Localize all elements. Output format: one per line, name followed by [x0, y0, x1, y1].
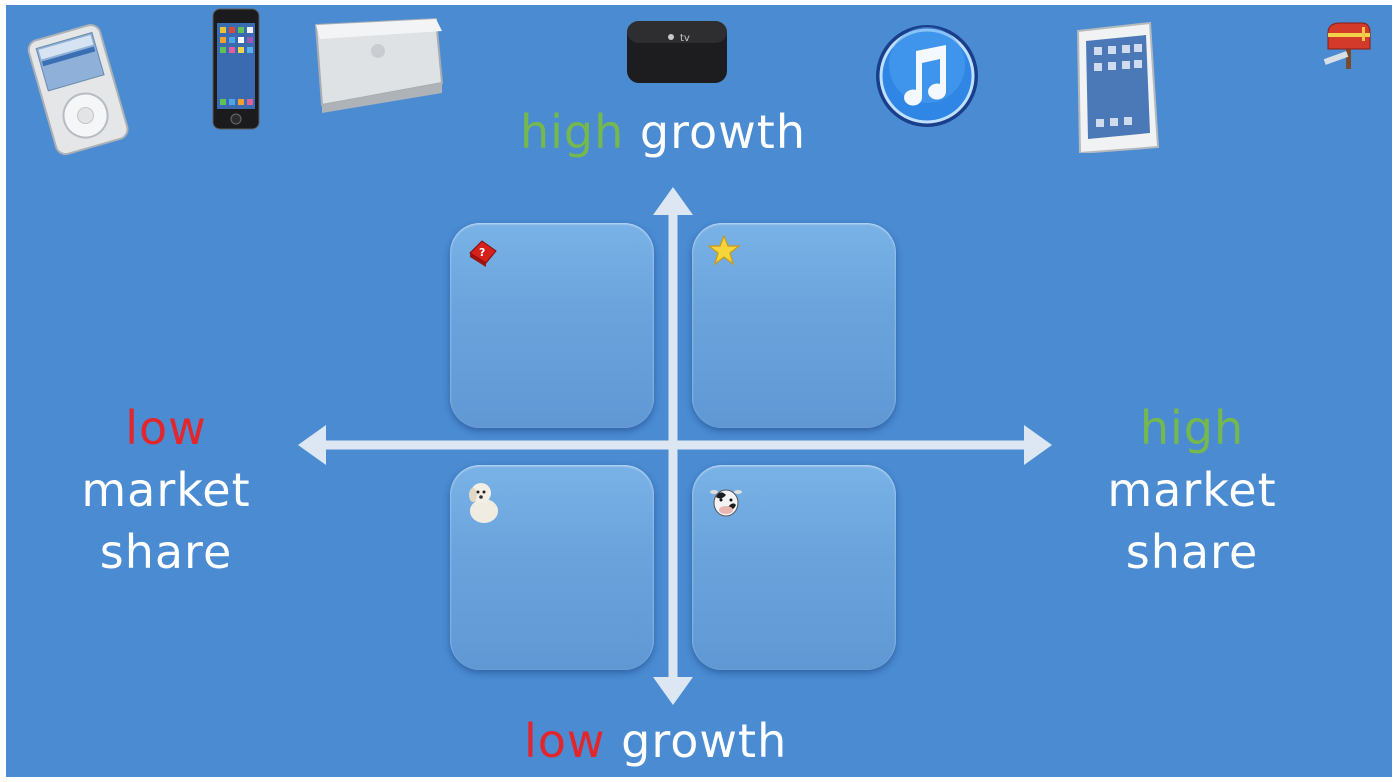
- up-arrow-icon: [653, 187, 693, 215]
- ipad-icon: [1076, 21, 1160, 153]
- dog-icon: [469, 483, 498, 523]
- right-label-emphasis: high: [1139, 401, 1245, 455]
- top-label-text: growth: [639, 105, 806, 159]
- cow-icon: [710, 489, 742, 517]
- right-label-line3: share: [1125, 525, 1259, 579]
- star-icon: [707, 234, 741, 266]
- quadrant-top-left: ?: [450, 223, 654, 428]
- apple-tv-icon: tv: [627, 21, 727, 83]
- quadrant-top-right: [692, 223, 896, 428]
- left-label-emphasis: low: [125, 401, 207, 455]
- top-label-emphasis: high: [520, 105, 625, 159]
- svg-text:?: ?: [479, 246, 485, 259]
- bottom-label-emphasis: low: [524, 714, 606, 768]
- matrix-slide: tv ?: [6, 5, 1392, 777]
- left-label: low market share: [66, 397, 266, 583]
- left-label-line3: share: [99, 525, 233, 579]
- mailbox-icon: [1323, 22, 1371, 69]
- quadrant-bottom-right: [692, 465, 896, 670]
- left-arrow-icon: [298, 425, 326, 465]
- apple-tv-label: tv: [680, 33, 690, 44]
- down-arrow-icon: [653, 677, 693, 705]
- question-mark-icon: ?: [469, 240, 497, 267]
- axes: [298, 187, 1052, 705]
- left-label-line2: market: [81, 463, 251, 517]
- right-label: high market share: [1092, 397, 1292, 583]
- right-arrow-icon: [1024, 425, 1052, 465]
- quadrant-bottom-left: [450, 465, 654, 670]
- bottom-label: low growth: [524, 718, 787, 764]
- top-label: high growth: [520, 109, 806, 155]
- bottom-label-text: growth: [621, 714, 788, 768]
- mac-mini-icon: [314, 17, 444, 113]
- itunes-icon: [876, 25, 978, 127]
- iphone-icon: [212, 8, 260, 130]
- ipod-icon: [27, 24, 129, 156]
- right-label-line2: market: [1107, 463, 1277, 517]
